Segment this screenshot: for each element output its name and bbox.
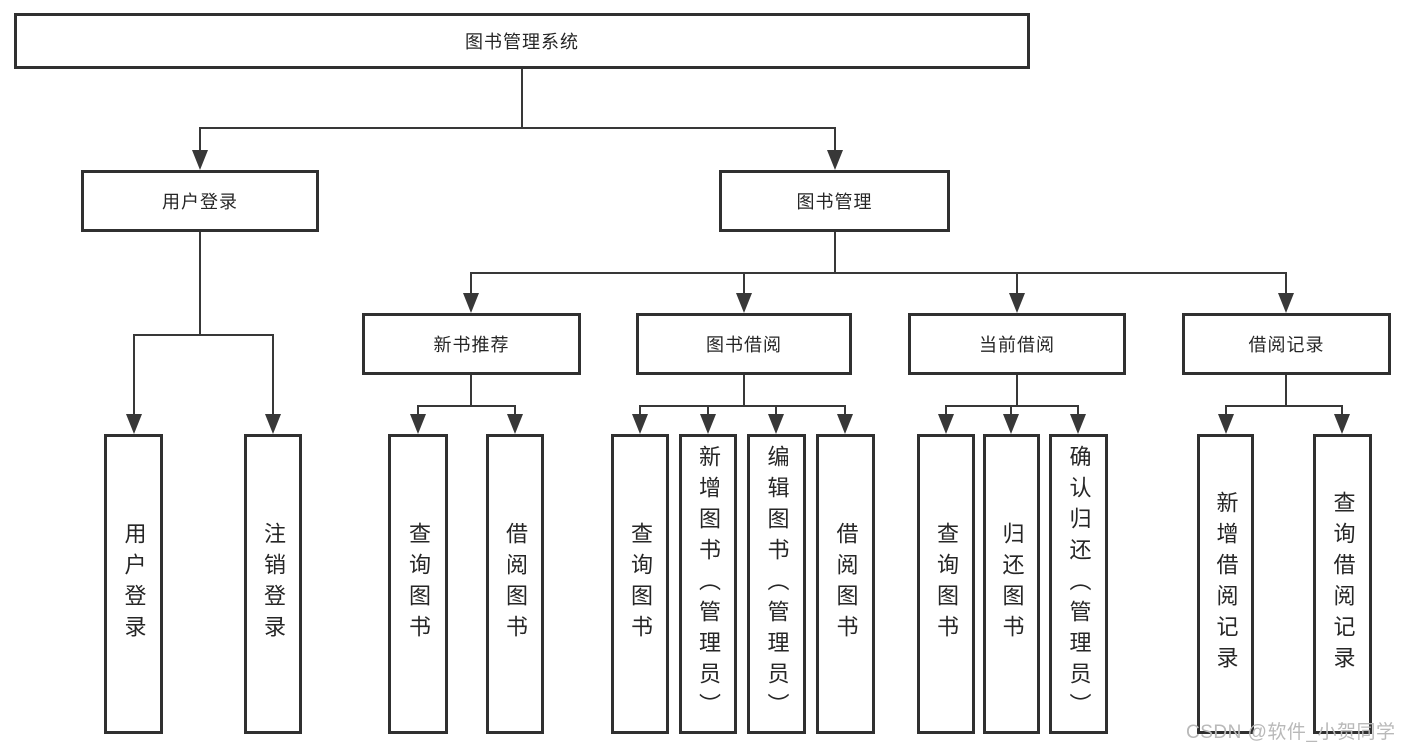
node-user-login: 用户登录 (81, 170, 319, 232)
node-library-system-label: 图书管理系统 (465, 32, 579, 52)
connector-line (133, 334, 274, 336)
connector-line (470, 375, 472, 406)
leaf-query-books-borrowing-label: 查询图书 (628, 522, 653, 646)
connector-line (743, 273, 745, 295)
arrowhead-down-icon (837, 414, 853, 434)
connector-line (743, 375, 745, 406)
connector-line (1016, 273, 1018, 295)
leaf-logout: 注销登录 (244, 434, 302, 734)
connector-line (1010, 406, 1012, 417)
arrowhead-down-icon (1009, 293, 1025, 313)
leaf-user-login: 用户登录 (104, 434, 163, 734)
connector-line (844, 406, 846, 417)
leaf-query-books-recommend-label: 查询图书 (406, 522, 431, 646)
connector-line (470, 272, 1287, 274)
leaf-query-books-current-label: 查询图书 (934, 522, 959, 646)
connector-line (199, 232, 201, 335)
leaf-query-books-recommend: 查询图书 (388, 434, 448, 734)
arrowhead-down-icon (1070, 414, 1086, 434)
leaf-return-book-label: 归还图书 (999, 522, 1025, 646)
connector-line (639, 406, 641, 417)
leaf-add-borrow-record: 新增借阅记录 (1197, 434, 1254, 734)
connector-line (1016, 375, 1018, 406)
connector-line (199, 128, 201, 152)
leaf-edit-book-admin: 编辑图书（管理员） (747, 434, 806, 734)
node-borrow-records: 借阅记录 (1182, 313, 1391, 375)
watermark-text: CSDN @软件_小贺同学 (1186, 722, 1396, 743)
arrowhead-down-icon (265, 414, 281, 434)
connector-line (470, 273, 472, 295)
connector-line (834, 232, 836, 273)
connector-line (521, 69, 523, 128)
connector-line (1285, 375, 1287, 406)
leaf-borrow-books-recommend-label: 借阅图书 (503, 522, 528, 646)
connector-line (1225, 406, 1227, 417)
leaf-edit-book-admin-label: 编辑图书（管理员） (764, 444, 790, 724)
arrowhead-down-icon (126, 414, 142, 434)
node-current-borrowing: 当前借阅 (908, 313, 1126, 375)
leaf-user-login-label: 用户登录 (121, 522, 147, 646)
leaf-logout-label: 注销登录 (261, 522, 286, 646)
connector-line (133, 335, 135, 416)
arrowhead-down-icon (192, 150, 208, 170)
leaf-query-borrow-record: 查询借阅记录 (1313, 434, 1372, 734)
leaf-confirm-return-admin: 确认归还（管理员） (1049, 434, 1108, 734)
node-book-borrowing-label: 图书借阅 (706, 335, 782, 355)
leaf-query-borrow-record-label: 查询借阅记录 (1330, 491, 1356, 677)
connector-line (417, 405, 516, 407)
leaf-add-book-admin: 新增图书（管理员） (679, 434, 737, 734)
leaf-add-borrow-record-label: 新增借阅记录 (1213, 491, 1239, 677)
connector-line (945, 405, 1079, 407)
arrowhead-down-icon (1218, 414, 1234, 434)
connector-line (775, 406, 777, 417)
arrowhead-down-icon (938, 414, 954, 434)
node-book-management: 图书管理 (719, 170, 950, 232)
connector-line (514, 406, 516, 417)
node-book-management-label: 图书管理 (796, 192, 873, 212)
node-user-login-label: 用户登录 (162, 192, 238, 212)
arrowhead-down-icon (410, 414, 426, 434)
leaf-return-book: 归还图书 (983, 434, 1040, 734)
leaf-borrow-books-recommend: 借阅图书 (486, 434, 544, 734)
connector-line (639, 405, 846, 407)
node-current-borrowing-label: 当前借阅 (979, 335, 1055, 355)
arrowhead-down-icon (736, 293, 752, 313)
arrowhead-down-icon (632, 414, 648, 434)
arrowhead-down-icon (1334, 414, 1350, 434)
node-new-book-recommend: 新书推荐 (362, 313, 581, 375)
leaf-confirm-return-admin-label: 确认归还（管理员） (1066, 444, 1092, 724)
connector-line (1341, 406, 1343, 417)
leaf-borrow-books-borrowing: 借阅图书 (816, 434, 875, 734)
leaf-query-books-current: 查询图书 (917, 434, 975, 734)
connector-line (1225, 405, 1343, 407)
connector-line (417, 406, 419, 417)
leaf-query-books-borrowing: 查询图书 (611, 434, 669, 734)
arrowhead-down-icon (827, 150, 843, 170)
arrowhead-down-icon (463, 293, 479, 313)
node-new-book-recommend-label: 新书推荐 (433, 335, 510, 355)
arrowhead-down-icon (507, 414, 523, 434)
leaf-add-book-admin-label: 新增图书（管理员） (696, 444, 721, 724)
connector-line (1077, 406, 1079, 417)
arrowhead-down-icon (700, 414, 716, 434)
connector-line (199, 127, 836, 129)
connector-line (707, 406, 709, 417)
node-book-borrowing: 图书借阅 (636, 313, 852, 375)
connector-line (945, 406, 947, 417)
arrowhead-down-icon (1278, 293, 1294, 313)
leaf-borrow-books-borrowing-label: 借阅图书 (833, 522, 859, 646)
connector-line (834, 128, 836, 152)
node-library-system: 图书管理系统 (14, 13, 1030, 69)
connector-line (1285, 273, 1287, 295)
node-borrow-records-label: 借阅记录 (1248, 335, 1325, 355)
arrowhead-down-icon (768, 414, 784, 434)
connector-line (272, 335, 274, 416)
arrowhead-down-icon (1003, 414, 1019, 434)
